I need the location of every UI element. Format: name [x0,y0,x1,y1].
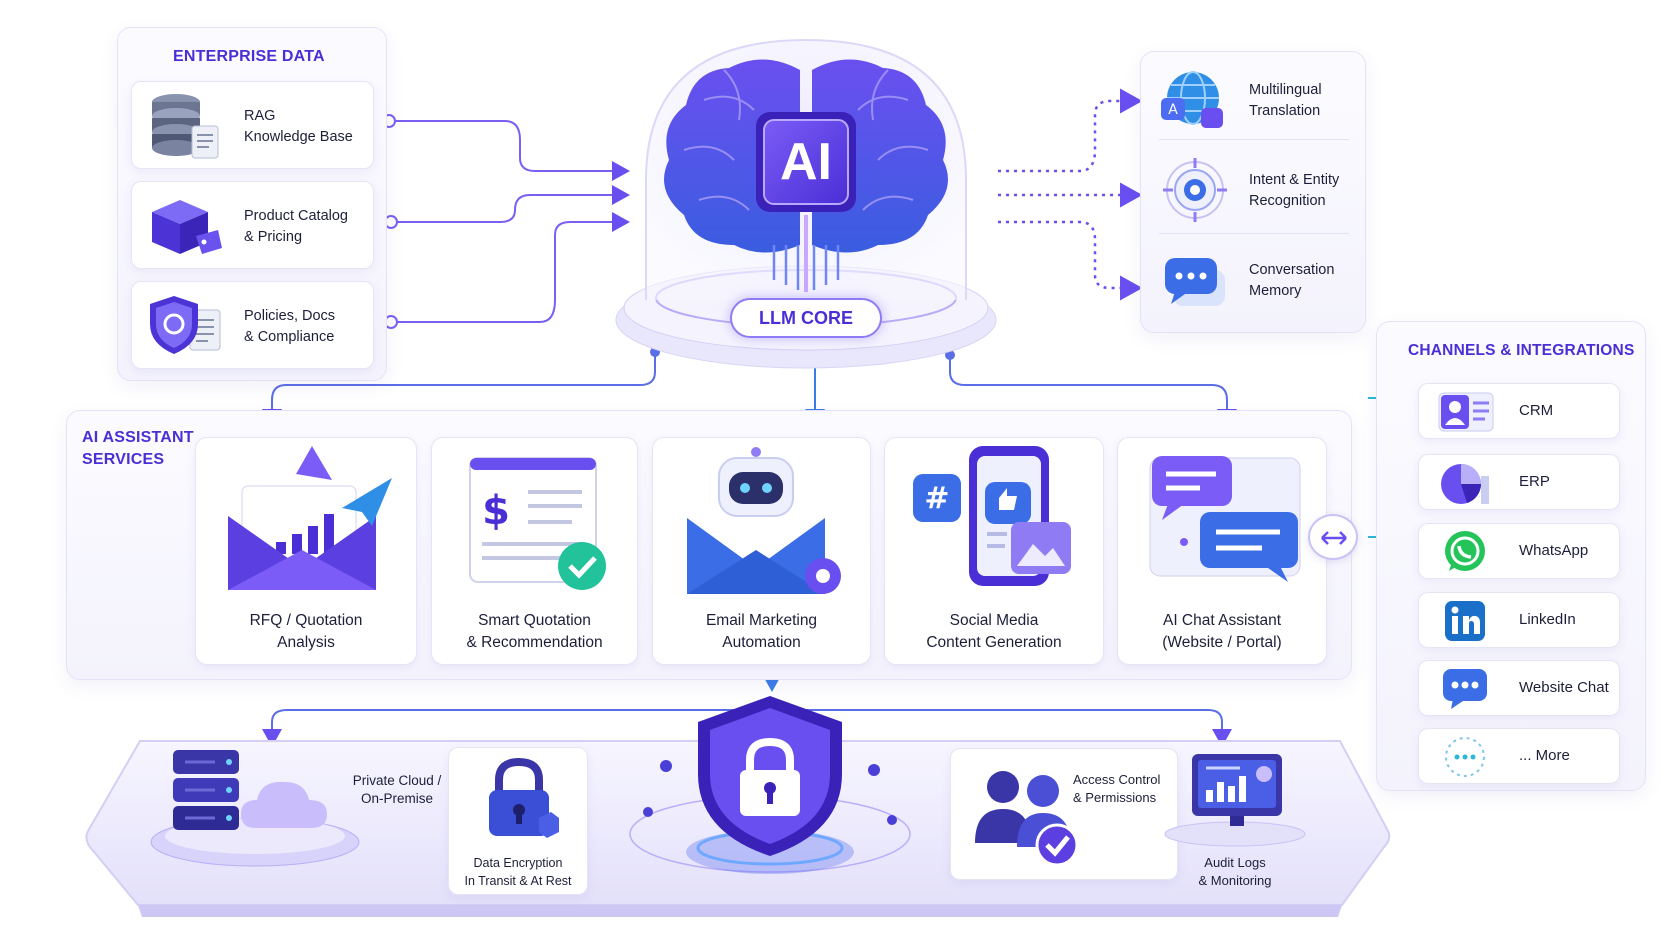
monitor-chart-icon [1164,754,1306,847]
security-label-access-control: Access Control & Permissions [1073,772,1161,805]
svg-text:#: # [924,481,949,516]
enterprise-data-title: ENTERPRISE DATA [173,48,325,65]
channel-label-website-chat: Website Chat [1519,679,1609,696]
crm-icon [1438,392,1494,432]
bidirectional-connector [1308,514,1358,560]
llm-core: AI LLM CORE [614,30,998,375]
users-check-icon [975,771,1079,867]
channel-whatsapp[interactable]: WhatsApp [1418,523,1620,579]
padlock-icon [489,758,559,838]
security-label-private-cloud: Private Cloud / On-Premise [352,773,442,806]
capabilities-panel: A Multilingual Translation Intent & Enti… [1140,51,1366,333]
data-to-core-lines [382,114,630,329]
service-email[interactable]: Email Marketing Automation [652,437,871,665]
data-label-rag: RAG Knowledge Base [244,108,353,145]
whatsapp-icon [1445,531,1485,571]
enterprise-data-panel: ENTERPRISE DATA RAG Knowledge Base Produ… [117,27,387,381]
security-access-control[interactable]: Access Control & Permissions [950,748,1178,880]
invoice-check-icon: $ [469,457,606,590]
more-icon [1445,737,1485,777]
shield-lock-icon [629,696,911,874]
phone-social-icon: # [913,446,1071,586]
data-card-catalog[interactable]: Product Catalog & Pricing [131,181,374,269]
security-shield [622,684,918,894]
data-card-policies[interactable]: Policies, Docs & Compliance [131,281,374,369]
brain-icon [615,38,997,369]
svg-text:$: $ [482,488,510,534]
channel-crm[interactable]: CRM [1418,383,1620,439]
capability-translation[interactable]: A Multilingual Translation [1159,66,1349,140]
globe-translate-icon: A [1161,71,1223,128]
channel-label-whatsapp: WhatsApp [1519,542,1589,559]
server-cloud-icon [150,750,360,867]
channel-erp[interactable]: ERP [1418,454,1620,510]
double-arrow-icon [1321,531,1347,545]
channel-label-more: ... More [1519,747,1570,764]
capability-memory[interactable]: Conversation Memory [1159,244,1349,324]
chat-icon [1443,669,1487,709]
svg-text:A: A [1168,102,1178,118]
core-to-capabilities-lines [998,88,1143,301]
envelope-chart-icon [228,446,392,590]
capability-label-memory: Conversation Memory [1249,262,1335,299]
service-label-rfq: RFQ / Quotation Analysis [249,612,363,651]
chat-bubble-icon [1165,258,1225,306]
target-icon [1163,158,1227,222]
channel-linkedin[interactable]: LinkedIn [1418,592,1620,648]
service-label-quotation: Smart Quotation & Recommendation [466,612,603,651]
channel-label-erp: ERP [1519,473,1550,490]
service-quotation[interactable]: $ Smart Quotation & Recommendation [431,437,638,665]
robot-envelope-icon [687,447,841,594]
shield-document-icon [150,296,221,354]
capability-label-translation: Multilingual Translation [1249,82,1322,119]
channel-more[interactable]: ... More [1418,728,1620,784]
channels-title: CHANNELS & INTEGRATIONS [1408,342,1635,359]
service-label-chat: AI Chat Assistant (Website / Portal) [1162,612,1282,651]
security-private-cloud[interactable]: Private Cloud / On-Premise [145,742,465,872]
security-label-encryption: Data Encryption In Transit & At Rest [464,856,572,888]
chat-window-icon [1149,456,1301,582]
linkedin-icon [1445,601,1485,641]
box-tag-icon [152,200,222,254]
capability-label-intent: Intent & Entity Recognition [1249,172,1340,209]
security-label-audit-logs: Audit Logs & Monitoring [1198,855,1272,888]
capability-intent[interactable]: Intent & Entity Recognition [1159,150,1349,234]
channel-label-crm: CRM [1519,402,1554,419]
ai-chip-label: AI [780,133,832,191]
service-social[interactable]: # Social Media Content Generation [884,437,1104,665]
data-label-policies: Policies, Docs & Compliance [244,308,336,345]
data-card-rag[interactable]: RAG Knowledge Base [131,81,374,169]
channel-label-linkedin: LinkedIn [1519,611,1576,628]
security-encryption[interactable]: Data Encryption In Transit & At Rest [448,747,588,895]
service-chat[interactable]: AI Chat Assistant (Website / Portal) [1117,437,1327,665]
service-label-email: Email Marketing Automation [705,612,818,651]
service-label-social: Social Media Content Generation [926,612,1062,651]
database-icon [152,94,219,159]
llm-core-label: LLM CORE [730,298,882,338]
channel-website-chat[interactable]: Website Chat [1418,660,1620,716]
services-title: AI ASSISTANT SERVICES [82,429,194,468]
security-audit-logs[interactable]: Audit Logs & Monitoring [1160,748,1310,896]
pie-chart-icon [1441,464,1489,504]
data-label-catalog: Product Catalog & Pricing [244,208,348,245]
service-rfq[interactable]: RFQ / Quotation Analysis [195,437,417,665]
